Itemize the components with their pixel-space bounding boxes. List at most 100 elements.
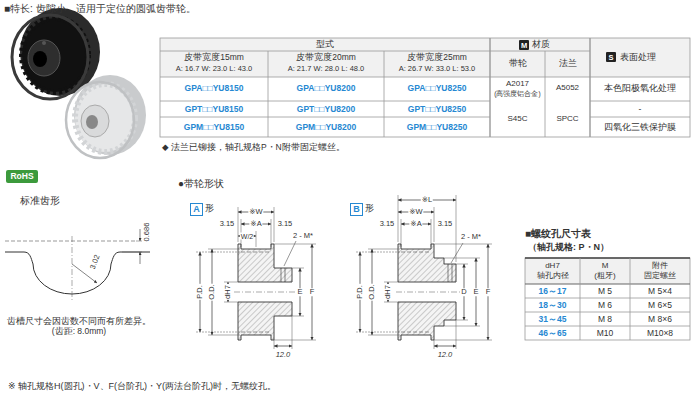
- pulley-b-section: [434, 340, 492, 341]
- table-cell: M10: [580, 328, 630, 338]
- table-header: 固定螺丝: [630, 271, 690, 281]
- pulley-b-section: [451, 243, 463, 263]
- model-number: GPA□□YU8200: [268, 83, 384, 93]
- dimension-label: 3.15: [276, 219, 294, 228]
- spec-table-grid: [160, 117, 490, 118]
- table-cell: 31～45: [525, 314, 580, 324]
- node-label: A: [193, 204, 200, 215]
- pulley-a-section: [238, 302, 292, 340]
- spec-table-grid: [384, 51, 385, 137]
- spec-table-grid: [160, 38, 690, 77]
- pulley-b-section: [398, 302, 456, 340]
- shape-type-box: A: [190, 203, 203, 216]
- table-header: (粗牙): [580, 271, 630, 281]
- pulley-b-section: [456, 264, 468, 265]
- screw-table-grid: [630, 258, 631, 340]
- dimension-label: 3.15: [218, 219, 236, 228]
- pulley-b-section: [434, 244, 492, 245]
- model-number: GPA□□YU8250: [384, 83, 490, 93]
- table-header: 表面处理: [620, 52, 686, 62]
- surface-icon: S: [606, 52, 616, 62]
- pulley-b-section: [384, 302, 398, 303]
- pulley-b-section: [396, 292, 460, 293]
- pulley-b-section: [456, 195, 457, 262]
- screw-table-grid: [525, 312, 690, 313]
- tooth-profile: [122, 252, 142, 253]
- dimension-label: O.D.: [208, 283, 216, 300]
- table-header: 型式: [160, 39, 490, 49]
- pulley-a-section: [281, 268, 282, 282]
- table-cell: 16～17: [525, 286, 580, 296]
- node-label: M: [521, 41, 527, 50]
- tooth-profile: [140, 229, 141, 241]
- pulley-a-section: [224, 282, 238, 283]
- pulley-a-section: [224, 302, 238, 303]
- dimension-label: 2 - M*: [293, 231, 333, 240]
- table-header: 附件: [630, 261, 690, 271]
- table-header: 皮带宽度25mm: [384, 52, 490, 62]
- table-cell: 46～65: [525, 328, 580, 338]
- screw-table-grid: [525, 298, 690, 299]
- dimension-label: ※A: [409, 220, 422, 228]
- screw-table-grid: [525, 258, 690, 340]
- tooth-profile: [5, 252, 150, 294]
- table-cell: M 6×5: [630, 300, 690, 310]
- table-header: 皮带宽度15mm: [160, 52, 268, 62]
- dimension-label: P.D.: [356, 284, 364, 300]
- table-header: dH7: [525, 261, 580, 271]
- shape-label: 形: [205, 203, 219, 214]
- model-number: GPM□□YU8250: [384, 122, 490, 132]
- table-cell: M10×8: [630, 328, 690, 338]
- table-cell: M 6: [580, 300, 630, 310]
- product-photo: [28, 40, 60, 76]
- dimension-label: F: [309, 288, 316, 296]
- table-header: A: 16.7 W: 23.0 L: 43.0: [160, 64, 268, 73]
- pulley-a-section: [196, 207, 316, 349]
- pulley-b-section: [452, 264, 453, 282]
- spec-table-grid: [590, 101, 690, 102]
- section-heading: ●带轮形状: [178, 178, 298, 190]
- table-cell: (高强度铝合金): [490, 90, 545, 98]
- note: ※ 轴孔规格H(圆孔)・V、F(台阶孔)・Y(两法台阶孔)时，无螺纹孔。: [8, 381, 688, 392]
- spec-table-grid: [489, 38, 490, 137]
- feature-heading: ■特长: 齿隙小，适用于定位的圆弧齿带轮。: [4, 3, 524, 15]
- shape-label: 形: [365, 203, 379, 214]
- screw-table-grid: [525, 258, 690, 284]
- dimension-label: ※A: [249, 220, 262, 228]
- pulley-a-section: [208, 249, 240, 250]
- tooth-profile: [72, 236, 73, 300]
- pulley-a-section: [238, 244, 292, 282]
- table-cell: 本色阳极氧化处理: [590, 83, 690, 93]
- note: 齿槽尺寸会因齿数不同而有所差异。 (齿距: 8.0mm): [3, 316, 155, 336]
- section-heading: （轴孔规格: P・N）: [528, 242, 690, 253]
- table-cell: M 5×4: [630, 286, 690, 296]
- screw-table-grid: [525, 258, 690, 340]
- dimension-label: O.D.: [368, 283, 376, 300]
- dimension-label: 3.02: [89, 254, 101, 270]
- product-photo: [12, 8, 146, 158]
- screw-table-grid: [580, 258, 581, 340]
- section-heading: 标准齿形: [20, 195, 110, 207]
- pulley-a-section: [241, 332, 271, 333]
- model-number: GPA□□YU8150: [160, 83, 268, 93]
- dimension-label: 2 - M*: [461, 232, 501, 241]
- pulley-a-section: [274, 340, 316, 341]
- pulley-a-section: [284, 241, 296, 266]
- dimension-label: 12.0: [275, 351, 292, 359]
- dimension-label: P.D.: [196, 284, 204, 300]
- pulley-a-section: [208, 335, 240, 336]
- note: ◆ 法兰已铆接，轴孔规格P・N附带固定螺丝。: [162, 142, 582, 152]
- pulley-b-section: [356, 332, 400, 333]
- pulley-b-section: [401, 219, 402, 247]
- screw-table-grid: [525, 326, 690, 327]
- pulley-a-section: [292, 316, 293, 349]
- table-header: 轴孔内径: [525, 271, 580, 281]
- pulley-b-section: [368, 249, 400, 250]
- table-cell: M 8: [580, 314, 630, 324]
- table-header: 法兰: [545, 58, 590, 68]
- material-icon: M: [519, 40, 529, 50]
- tooth-profile: [136, 241, 142, 242]
- pulley-b-section: [356, 252, 400, 253]
- model-number: GPM□□YU8150: [160, 122, 268, 132]
